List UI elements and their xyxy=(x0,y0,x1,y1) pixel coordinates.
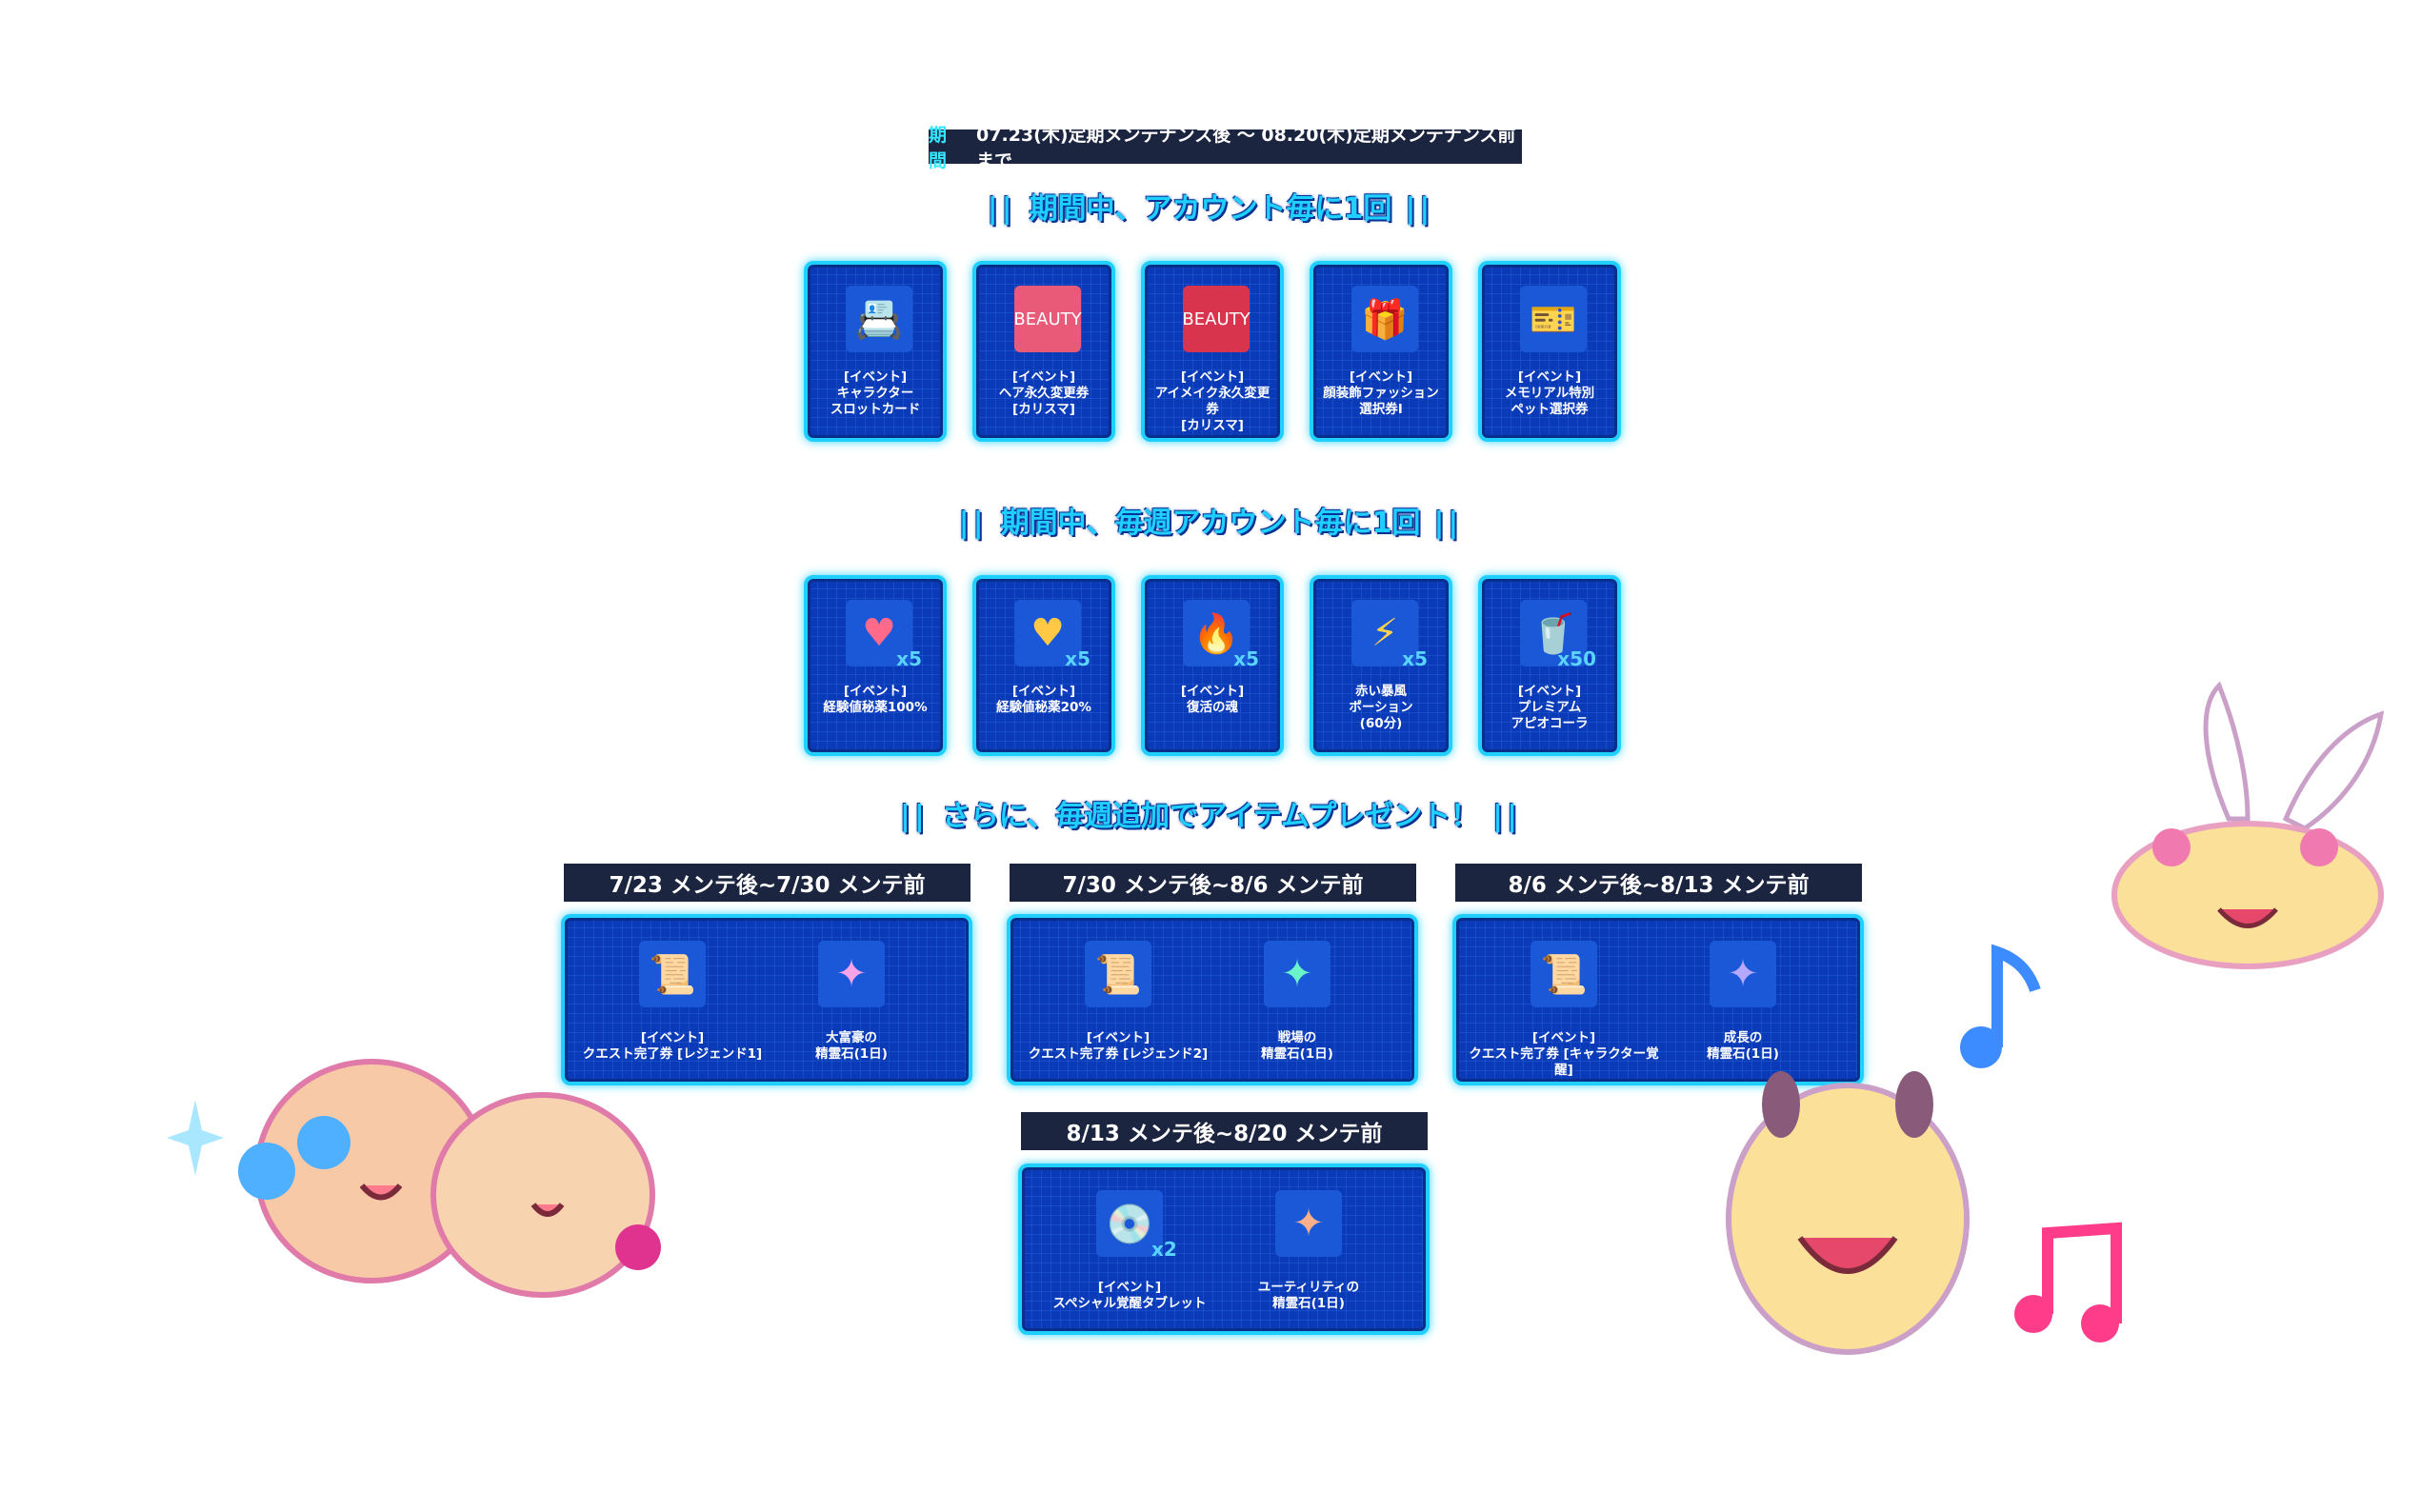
red-storm-potion-icon: ⚡ xyxy=(1351,600,1418,666)
quest-skip-scroll-icon: 📜 xyxy=(1085,941,1151,1007)
week-reward-text: [イベント] クエスト完了券 [レジェンド1] xyxy=(582,1030,763,1062)
reward-card-text: 赤い暴風 ポーション (60分) xyxy=(1349,684,1413,731)
reward-card: BEAUTY [イベント] アイメイク永久変更券 [カリスマ] xyxy=(1141,261,1284,442)
week-reward-item: 📜 [イベント] クエスト完了券 [レジェンド1] xyxy=(572,918,772,1082)
week-reward-item: ✦ ユーティリティの 精霊石(1日) xyxy=(1209,1167,1409,1331)
reward-card-text: [イベント] 経験値秘薬20% xyxy=(996,684,1091,715)
week-reward-item: ✦ 大富豪の 精霊石(1日) xyxy=(751,918,951,1082)
reward-card: BEAUTY [イベント] ヘア永久変更券 [カリスマ] xyxy=(972,261,1115,442)
section-once-title-text: 期間中、アカウント毎に1回 xyxy=(1029,192,1392,226)
reward-quantity: x2 xyxy=(1151,1238,1177,1261)
spirit-stone-icon: ✦ xyxy=(1275,1190,1342,1257)
exp-potion-100-icon: ♥ xyxy=(846,600,912,666)
reward-card-text: [イベント] メモリアル特別 ペット選択券 xyxy=(1504,369,1595,417)
character-slot-card-icon: 📇 xyxy=(846,286,912,352)
reward-card: 🥤 x50 [イベント] プレミアム アピオコーラ xyxy=(1478,575,1621,756)
exp-potion-20-icon: ♥ xyxy=(1014,600,1081,666)
reward-card-text: [イベント] アイメイク永久変更券 [カリスマ] xyxy=(1154,369,1271,433)
title-bar-right: || xyxy=(1405,192,1434,226)
week-reward-text: [イベント] クエスト完了券 [キャラクター覚醒] xyxy=(1469,1030,1659,1078)
title-bar-right: || xyxy=(1492,800,1522,833)
revival-soul-icon: 🔥 xyxy=(1183,600,1250,666)
reward-card: 📇 [イベント] キャラクター スロットカード xyxy=(804,261,947,442)
reward-card: 🎫 [イベント] メモリアル特別 ペット選択券 xyxy=(1478,261,1621,442)
reward-card: 🔥 x5 [イベント] 復活の魂 xyxy=(1141,575,1284,756)
reward-card: ⚡ x5 赤い暴風 ポーション (60分) xyxy=(1310,575,1452,756)
pet-ticket-icon: 🎫 xyxy=(1520,286,1587,352)
title-bar-left: || xyxy=(899,800,929,833)
week-2-header: 7/30 メンテ後~8/6 メンテ前 xyxy=(1010,864,1416,902)
spirit-stone-icon: ✦ xyxy=(1710,941,1776,1007)
reward-card: ♥ x5 [イベント] 経験値秘薬20% xyxy=(972,575,1115,756)
week-4-header: 8/13 メンテ後~8/20 メンテ前 xyxy=(1021,1112,1428,1150)
week-reward-item: ✦ 成長の 精霊石(1日) xyxy=(1643,918,1843,1082)
mascot-center-right-illustration xyxy=(1726,1071,1970,1355)
quest-skip-scroll-icon: 📜 xyxy=(639,941,706,1007)
reward-quantity: x5 xyxy=(1233,647,1259,670)
quest-skip-scroll-icon: 📜 xyxy=(1531,941,1597,1007)
section-bonus-title: || さらに、毎週追加でアイテムプレゼント！ || xyxy=(0,792,2421,834)
reward-card: 🎁 [イベント] 顔装飾ファッション 選択券Ⅰ xyxy=(1310,261,1452,442)
mascot-pair-left-illustration xyxy=(238,1059,661,1298)
music-note-blue-icon xyxy=(1960,944,2041,1068)
week-reward-item: 📜 [イベント] クエスト完了券 [レジェンド2] xyxy=(1018,918,1218,1082)
week-reward-text: [イベント] クエスト完了券 [レジェンド2] xyxy=(1028,1030,1209,1062)
week-reward-text: ユーティリティの 精霊石(1日) xyxy=(1257,1280,1360,1311)
week-4-rewards: 💿 x2 [イベント] スペシャル覚醒タブレット ✦ ユーティリティの 精霊石(… xyxy=(1018,1164,1430,1335)
section-bonus-title-text: さらに、毎週追加でアイテムプレゼント！ xyxy=(941,800,1480,833)
reward-card-text: [イベント] 復活の魂 xyxy=(1180,684,1245,715)
section-weekly-title: || 期間中、毎週アカウント毎に1回 || xyxy=(0,499,2421,541)
week-3-rewards: 📜 [イベント] クエスト完了券 [キャラクター覚醒] ✦ 成長の 精霊石(1日… xyxy=(1452,914,1864,1085)
period-text: 07.23(木)定期メンテナンス後 ～ 08.20(木)定期メンテナンス前まで xyxy=(976,125,1516,171)
reward-quantity: x5 xyxy=(896,647,922,670)
music-note-pink-icon xyxy=(2014,1222,2122,1343)
reward-quantity: x5 xyxy=(1402,647,1428,670)
eye-makeup-coupon-icon: BEAUTY xyxy=(1182,286,1251,352)
reward-quantity: x5 xyxy=(1065,647,1090,670)
reward-card-text: [イベント] 経験値秘薬100% xyxy=(823,684,928,715)
reward-card: ♥ x5 [イベント] 経験値秘薬100% xyxy=(804,575,947,756)
reward-quantity: x50 xyxy=(1557,647,1596,670)
event-period-bar: 期間 07.23(木)定期メンテナンス後 ～ 08.20(木)定期メンテナンス前… xyxy=(929,125,1522,171)
reward-card-text: [イベント] キャラクター スロットカード xyxy=(830,369,921,417)
week-reward-text: 戦場の 精霊石(1日) xyxy=(1261,1030,1333,1062)
title-bar-left: || xyxy=(958,507,988,540)
week-1-header: 7/23 メンテ後~7/30 メンテ前 xyxy=(564,864,970,902)
spirit-stone-icon: ✦ xyxy=(1264,941,1331,1007)
winged-mascot-illustration xyxy=(2111,681,2385,969)
sparkle-icon xyxy=(167,1100,224,1176)
title-bar-right: || xyxy=(1433,507,1463,540)
reward-card-text: [イベント] プレミアム アピオコーラ xyxy=(1511,684,1589,731)
week-2-rewards: 📜 [イベント] クエスト完了券 [レジェンド2] ✦ 戦場の 精霊石(1日) xyxy=(1007,914,1418,1085)
week-reward-item: 💿 x2 [イベント] スペシャル覚醒タブレット xyxy=(1030,1167,1230,1331)
apio-cola-icon: 🥤 xyxy=(1520,600,1587,666)
awakening-tablet-icon: 💿 xyxy=(1096,1190,1163,1257)
week-1-rewards: 📜 [イベント] クエスト完了券 [レジェンド1] ✦ 大富豪の 精霊石(1日) xyxy=(561,914,972,1085)
week-reward-text: 大富豪の 精霊石(1日) xyxy=(815,1030,888,1062)
week-reward-text: [イベント] スペシャル覚醒タブレット xyxy=(1052,1280,1207,1311)
section-once-title: || 期間中、アカウント毎に1回 || xyxy=(0,185,2421,227)
hair-coupon-icon: BEAUTY xyxy=(1013,286,1082,352)
reward-card-text: [イベント] ヘア永久変更券 [カリスマ] xyxy=(998,369,1090,417)
gift-box-icon: 🎁 xyxy=(1351,286,1418,352)
week-reward-text: 成長の 精霊石(1日) xyxy=(1707,1030,1779,1062)
period-label: 期間 xyxy=(929,125,948,171)
week-3-header: 8/6 メンテ後~8/13 メンテ前 xyxy=(1455,864,1862,902)
title-bar-left: || xyxy=(987,192,1016,226)
week-reward-item: ✦ 戦場の 精霊石(1日) xyxy=(1197,918,1397,1082)
spirit-stone-icon: ✦ xyxy=(818,941,885,1007)
reward-card-text: [イベント] 顔装飾ファッション 選択券Ⅰ xyxy=(1323,369,1439,417)
week-reward-item: 📜 [イベント] クエスト完了券 [キャラクター覚醒] xyxy=(1464,918,1664,1082)
section-weekly-title-text: 期間中、毎週アカウント毎に1回 xyxy=(1000,507,1421,540)
